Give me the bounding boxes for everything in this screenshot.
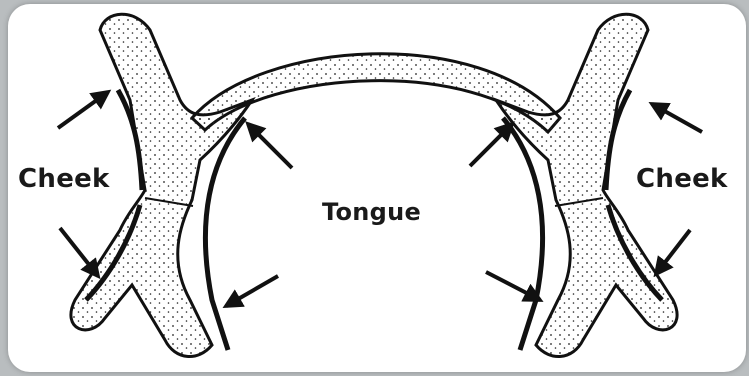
cheek-label-right: Cheek — [636, 164, 728, 194]
arrow-right-cheek-lower — [656, 230, 690, 274]
arrow-right-cheek-upper — [652, 104, 702, 132]
inner-arc-left — [205, 118, 245, 350]
inner-arc-right — [503, 118, 543, 350]
arrow-tongue-right-lower — [486, 272, 540, 300]
arrow-left-cheek-upper — [58, 92, 108, 128]
arrow-tongue-left-lower — [226, 276, 278, 306]
cheek-label-left: Cheek — [18, 164, 110, 194]
arrow-tongue-right-upper — [470, 124, 512, 166]
tongue-label: Tongue — [322, 198, 421, 226]
arrow-left-cheek-lower — [60, 228, 98, 276]
arrow-tongue-left-upper — [248, 124, 292, 168]
